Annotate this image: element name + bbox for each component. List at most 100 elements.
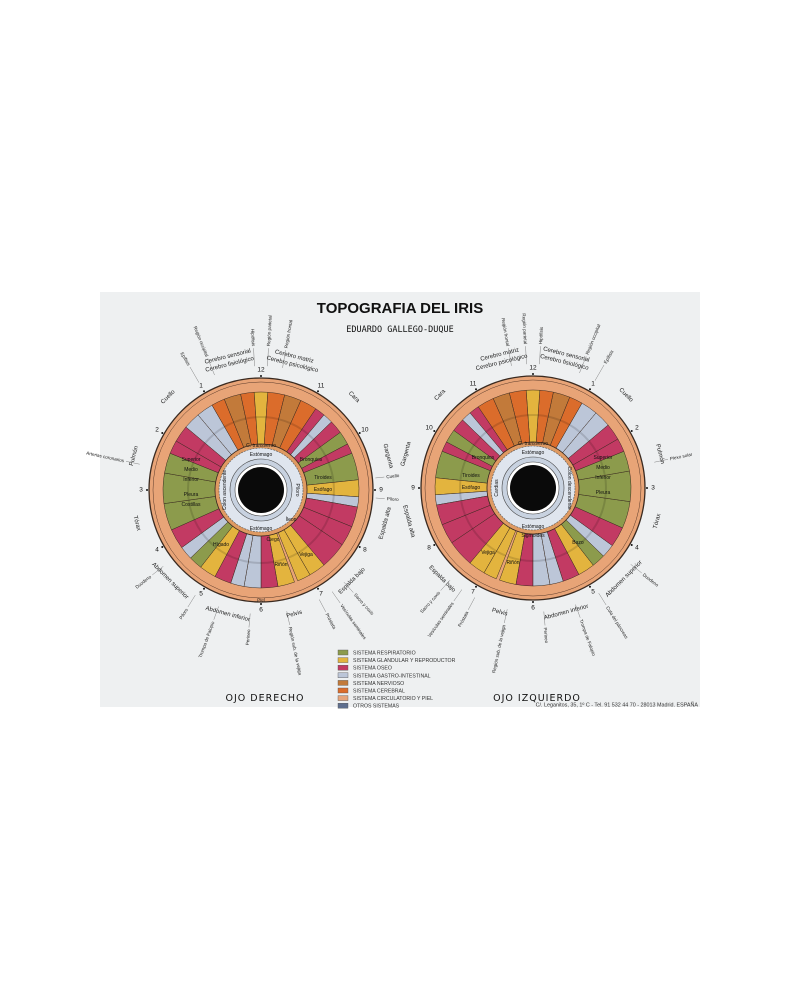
right-eye-pointer-label: Píloro <box>387 496 400 502</box>
right-eye-title: OJO DERECHO <box>226 693 305 704</box>
legend-swatch <box>337 680 349 686</box>
left-eye-zone-label: Espalda alta <box>401 505 416 539</box>
right-eye-organ-label: Estómago <box>250 526 273 532</box>
left-eye-organ-label: Estómago <box>522 524 545 530</box>
left-eye-pointer-label: Epífisis <box>603 349 615 365</box>
iris-diagram: TOPOGRAFIA DEL IRIS EDUARDO GALLEGO-DUQU… <box>86 300 699 710</box>
right-eye-organ-label: C. transverso <box>246 443 276 449</box>
right-eye-organ-label: Hígado <box>213 542 229 548</box>
chart-title: TOPOGRAFIA DEL IRIS <box>317 300 483 317</box>
right-eye-organ-label: Esófago <box>314 487 333 493</box>
address-text: C/. Leganitos, 35, 1º C - Tel. 91 532 44… <box>536 702 699 709</box>
legend-label: SISTEMA NERVIOSO <box>353 681 404 687</box>
right-eye-clock-3: 3 <box>139 487 143 494</box>
left-eye-clock-9: 9 <box>411 485 415 492</box>
left-eye-organ-label: Tiroides <box>462 473 480 479</box>
left-eye-organ-label: Estómago <box>522 450 545 456</box>
left-eye-zone-label: Gargenta <box>400 441 412 467</box>
right-eye-zone-label: Pulmón <box>129 445 140 466</box>
left-eye-organ-label: Esófago <box>462 485 481 491</box>
right-eye-organ-label: Tiroides <box>314 475 332 481</box>
right-eye-pointer-label: Región frontal <box>284 320 294 349</box>
right-eye-pointer-label: Epífisis <box>179 351 191 367</box>
right-eye-zone-label: Espalda alta <box>378 506 393 540</box>
right-eye-organ-label: Costillas <box>182 502 201 508</box>
left-eye-zone-label: Pelvis <box>491 608 508 618</box>
right-eye-zone-label: Gargenta <box>381 443 393 469</box>
right-eye-clock-7: 7 <box>319 590 323 597</box>
left-eye-pointer-label: Región sub. de la vejiga <box>491 624 506 673</box>
legend-swatch <box>337 695 349 701</box>
right-eye-clock-2: 2 <box>155 427 159 434</box>
left-eye-pointer-label: Duodeno <box>642 572 660 588</box>
left-eye-pointer-label: Perineo <box>543 627 549 644</box>
right-eye-zone-label: Cuello <box>160 389 177 406</box>
right-eye-organ-label: Superior <box>182 457 201 463</box>
right-eye-organ-label: Pleura <box>184 492 199 498</box>
left-eye-organ-label: Bazo <box>572 540 584 546</box>
left-eye-pointer-label: Plexo solar <box>669 452 693 462</box>
iris-chart-poster: TOPOGRAFIA DEL IRIS EDUARDO GALLEGO-DUQU… <box>86 292 700 710</box>
legend-label: SISTEMA OSEO <box>353 666 392 672</box>
left-eye-organ-label: Cardias <box>494 479 500 497</box>
right-eye-pupil <box>238 467 284 513</box>
right-eye-clock-8: 8 <box>363 547 367 554</box>
left-eye-organ-label: Bronquios <box>472 455 495 461</box>
left-eye-organ-label: Superior <box>594 455 613 461</box>
left-eye-pointer-label: Hipófisis <box>538 326 544 344</box>
right-eye-organ-label: Íleon <box>286 516 297 523</box>
left-eye-clock-4: 4 <box>635 545 639 552</box>
right-eye-organ-label: Vejiga <box>299 552 313 558</box>
left-eye-organ-label: Sigmoides <box>521 533 545 539</box>
right-eye-pointer-label: Píloro <box>178 607 189 620</box>
legend-swatch <box>337 703 349 709</box>
legend-label: SISTEMA GASTRO-INTESTINAL <box>353 673 431 679</box>
left-eye-pointer-label: Región parietal <box>521 313 528 344</box>
right-eye-clock-4: 4 <box>155 547 159 554</box>
right-eye-clock-9: 9 <box>379 487 383 494</box>
right-eye-clock-12: 12 <box>257 367 265 374</box>
left-eye-clock-10: 10 <box>425 425 433 432</box>
left-eye-pointer-label: Región frontal <box>501 318 511 347</box>
left-eye-organ-label: Riñón <box>506 560 519 566</box>
left-eye-clock-11: 11 <box>470 381 477 388</box>
left-eye-clock-3: 3 <box>651 485 655 492</box>
left-eye-pointer-label: Trompa de Falopio <box>579 619 597 657</box>
right-eye-organ-label: Píloro <box>294 483 300 496</box>
right-eye-pointer-label: Hipófisis <box>250 329 256 347</box>
left-eye-organ-label: Medio <box>596 465 610 471</box>
right-eye-clock-11: 11 <box>318 383 325 390</box>
right-eye-zone-label: Abdomen inferior <box>205 606 251 624</box>
left-eye-pointer-label: Región occipital <box>585 323 602 355</box>
right-eye-organ-label: Riñón <box>274 562 287 568</box>
legend-swatch <box>337 672 349 678</box>
left-eye-zone-label: Tórax <box>653 513 663 529</box>
right-eye-zone-label: Piel <box>257 598 265 603</box>
legend-label: OTROS SISTEMAS <box>353 704 400 710</box>
left-eye-pointer-label: Próstata <box>457 610 470 628</box>
right-eye-pointer-label: Perineo <box>245 629 251 646</box>
left-eye-pupil <box>510 465 556 511</box>
left-eye-zone-label: Cuello <box>617 387 634 404</box>
legend-swatch <box>337 657 349 663</box>
legend-swatch <box>337 687 349 694</box>
left-eye-zone-label: Espalda bajo <box>427 565 456 594</box>
left-eye-zone-label: Cara <box>434 388 448 402</box>
right-eye-pointer-label: Próstata <box>325 612 338 630</box>
right-eye-pointer-label: Arterias coronarios <box>86 450 125 463</box>
left-eye-clock-6: 6 <box>531 605 535 612</box>
right-eye-pointer-label: Trompa de Falopio <box>198 620 216 658</box>
right-eye-pointer-label: Sacro y coxis <box>353 592 375 616</box>
right-eye-clock-6: 6 <box>259 607 263 614</box>
left-eye-clock-8: 8 <box>427 545 431 552</box>
left-eye-organ-label: C. transverso <box>518 441 548 447</box>
left-eye-clock-12: 12 <box>529 365 537 372</box>
right-eye-clock-10: 10 <box>361 427 369 434</box>
legend-label: SISTEMA CIRCULATORIO Y PIEL <box>353 696 433 702</box>
right-eye-organ-label: Ciego <box>266 537 279 543</box>
left-eye-organ-label: Pleura <box>596 490 611 496</box>
right-eye-organ-label: Medio <box>184 467 198 473</box>
legend-label: SISTEMA RESPIRATORIO <box>353 651 416 657</box>
chart-author: EDUARDO GALLEGO-DUQUE <box>346 325 453 335</box>
right-eye-clock-1: 1 <box>199 383 203 390</box>
